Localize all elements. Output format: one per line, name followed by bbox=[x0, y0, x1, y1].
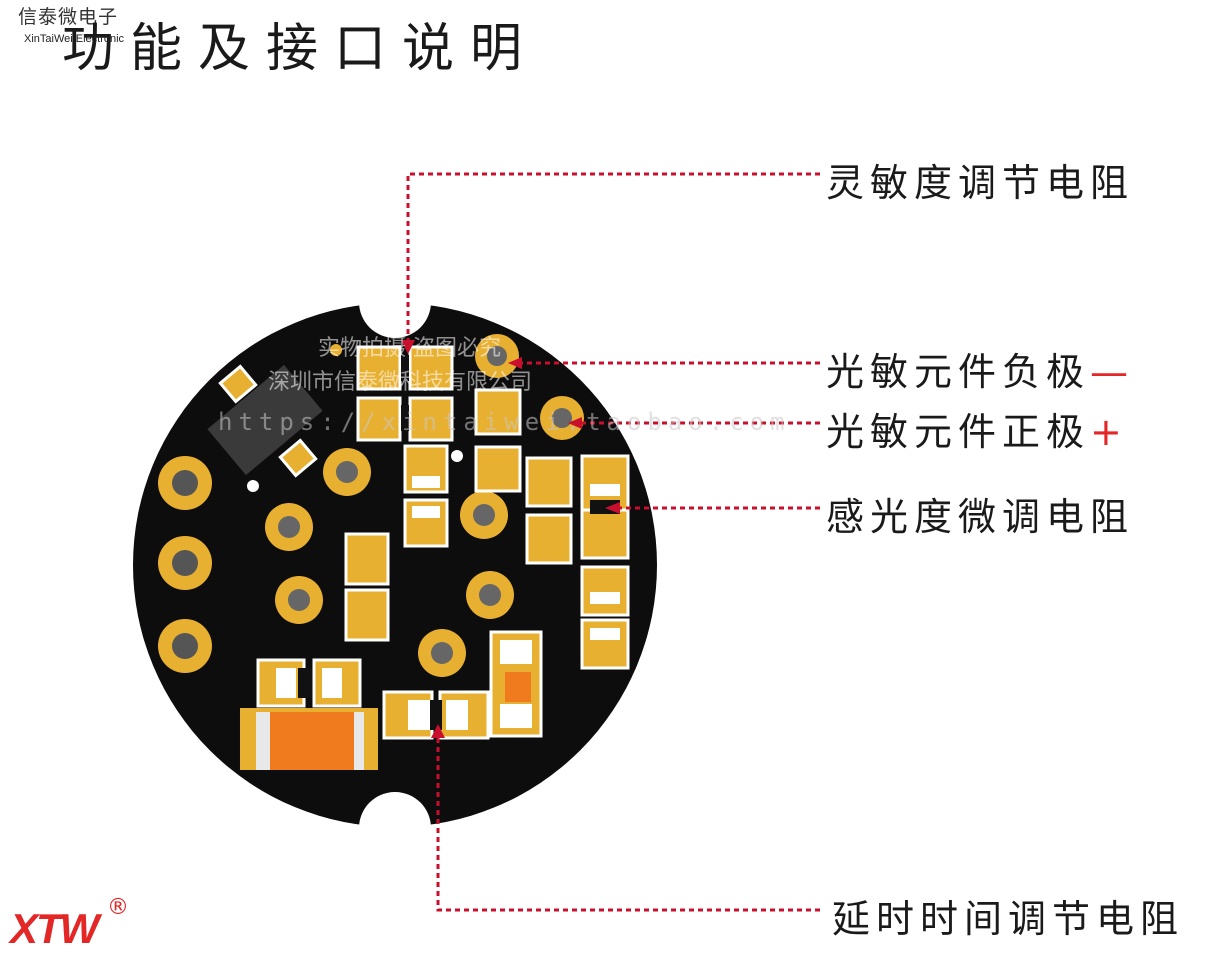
label-photo-negative-text: 光敏元件负极 bbox=[826, 350, 1091, 394]
label-light-fine-resistor: 感光度微调电阻 bbox=[826, 486, 1134, 541]
watermark-line2: 深圳市信泰微科技有限公司 bbox=[268, 370, 533, 395]
arrow-light-fine bbox=[605, 502, 620, 514]
logo-text: XTW bbox=[10, 905, 99, 952]
arrow-photo-negative bbox=[508, 357, 522, 369]
watermark-line1: 实物拍摄 盗图必究 bbox=[318, 336, 501, 361]
leader-lines bbox=[406, 172, 820, 912]
label-sensitivity-resistor: 灵敏度调节电阻 bbox=[826, 152, 1134, 207]
leader-delay bbox=[436, 730, 820, 912]
label-delay-resistor: 延时时间调节电阻 bbox=[832, 888, 1184, 943]
label-photo-positive: 光敏元件正极+ bbox=[826, 401, 1122, 456]
label-photo-positive-text: 光敏元件正极 bbox=[826, 410, 1091, 454]
resistor-bodies bbox=[276, 355, 620, 730]
arrow-sensitivity bbox=[401, 340, 415, 354]
company-logo: XTW ® bbox=[0, 895, 150, 963]
minus-sign: — bbox=[1090, 350, 1129, 394]
brand-name-en: XinTaiWei Electronic bbox=[24, 33, 125, 45]
sensor-ic bbox=[207, 344, 463, 492]
label-photo-negative: 光敏元件负极— bbox=[826, 341, 1128, 396]
brand-name-cn: 信泰微电子 bbox=[18, 6, 119, 28]
arrow-delay bbox=[431, 724, 445, 738]
arrow-photo-positive bbox=[568, 417, 582, 429]
label-sensitivity-text: 灵敏度调节电阻 bbox=[826, 161, 1135, 205]
page-title: 功能及接口说明 bbox=[62, 19, 539, 79]
vias bbox=[265, 334, 584, 677]
registered-icon: ® bbox=[107, 895, 129, 920]
capacitors bbox=[240, 672, 531, 770]
label-light-fine-text: 感光度微调电阻 bbox=[826, 495, 1135, 539]
smd-pads bbox=[256, 345, 630, 740]
label-delay-text: 延时时间调节电阻 bbox=[832, 897, 1185, 941]
plus-sign: + bbox=[1090, 410, 1122, 454]
header-pins bbox=[158, 456, 212, 673]
leader-sensitivity bbox=[406, 172, 820, 348]
leader-arrowheads bbox=[401, 340, 620, 738]
watermark-url: https://xintaiwei.taobao.com bbox=[218, 408, 791, 436]
